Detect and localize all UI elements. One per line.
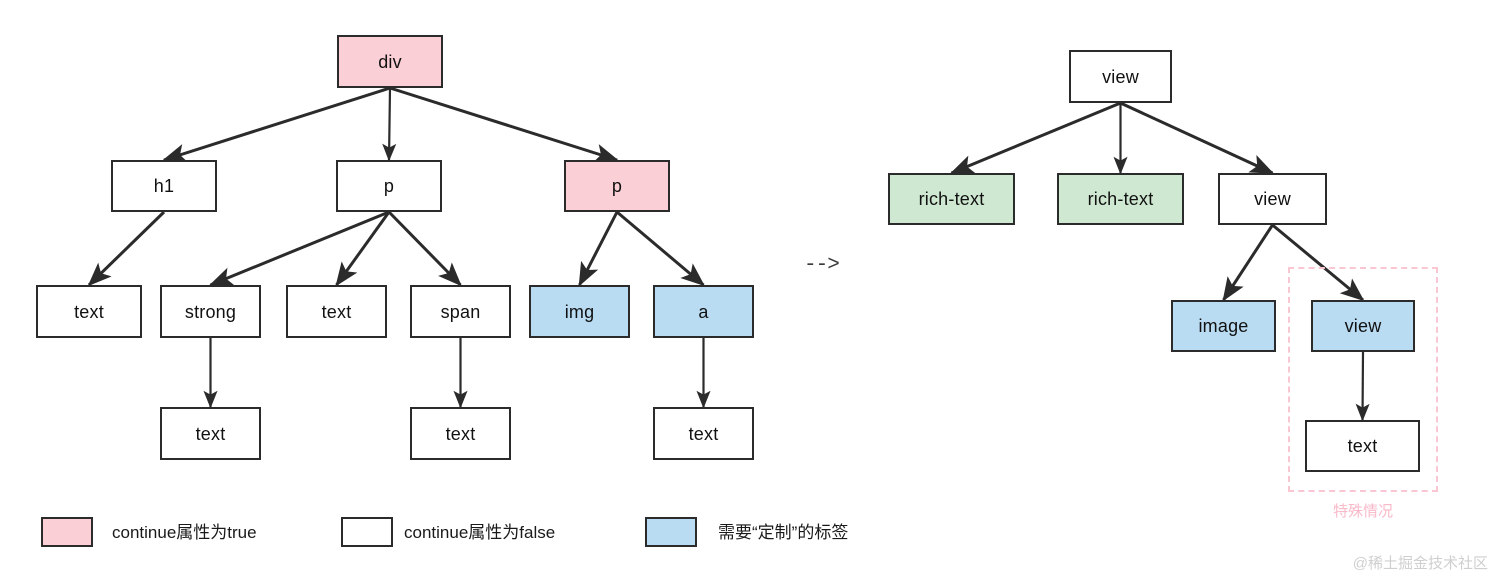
node-label: view bbox=[1254, 189, 1291, 209]
node-div: div bbox=[337, 35, 443, 88]
node-label: p bbox=[611, 176, 623, 196]
edge-p2-to-a bbox=[616, 210, 705, 287]
node-text2: text bbox=[286, 285, 387, 338]
node-label: text bbox=[195, 423, 226, 444]
node-label: text bbox=[688, 423, 719, 444]
edge-h1-to-text1 bbox=[87, 210, 166, 287]
edge-p1-to-text2 bbox=[335, 211, 391, 287]
node-view2: view bbox=[1218, 173, 1327, 225]
edge-rview-to-rich1 bbox=[949, 101, 1122, 175]
legend-label-continue-true: continue属性为true bbox=[112, 523, 257, 542]
special-case-label: 特殊情况 bbox=[1332, 503, 1393, 520]
node-img: img bbox=[529, 285, 630, 338]
node-label: view bbox=[1102, 66, 1139, 87]
node-rview: view bbox=[1069, 50, 1172, 103]
node-h1: h1 bbox=[111, 160, 217, 212]
edge-view2-to-view3 bbox=[1271, 223, 1365, 302]
legend-swatch-custom-tag bbox=[645, 517, 697, 547]
transform-arrow: --> bbox=[804, 254, 840, 277]
edge-div-to-h1 bbox=[162, 86, 391, 163]
edge-view2-to-image bbox=[1222, 224, 1274, 302]
node-strong: strong bbox=[160, 285, 261, 338]
node-label: view bbox=[1344, 316, 1382, 336]
node-view3: view bbox=[1311, 300, 1415, 352]
legend-swatch-continue-false bbox=[341, 517, 393, 547]
node-text5: text bbox=[653, 407, 754, 460]
watermark: @稀土掘金技术社区 bbox=[1352, 555, 1488, 572]
node-label: text bbox=[321, 301, 352, 322]
edge-p2-to-img bbox=[578, 211, 619, 287]
node-label: p bbox=[383, 176, 395, 196]
node-rich2: rich-text bbox=[1057, 173, 1184, 225]
node-image: image bbox=[1171, 300, 1276, 352]
node-p1: p bbox=[336, 160, 442, 212]
edge-rview-to-view2 bbox=[1119, 101, 1275, 175]
node-label: text bbox=[74, 301, 104, 322]
node-label: span bbox=[440, 301, 481, 322]
special-case-group bbox=[1288, 267, 1438, 492]
node-text4: text bbox=[410, 407, 511, 460]
tree-edges bbox=[87, 86, 1370, 422]
edge-p1-to-span bbox=[387, 210, 462, 287]
node-label: strong bbox=[184, 301, 237, 322]
node-rtext: text bbox=[1305, 420, 1420, 472]
node-span: span bbox=[410, 285, 511, 338]
node-label: text bbox=[445, 423, 476, 444]
node-a: a bbox=[653, 285, 754, 338]
legend-label-continue-false: continue属性为false bbox=[404, 523, 556, 542]
node-p2: p bbox=[564, 160, 670, 212]
node-label: text bbox=[1347, 436, 1378, 456]
node-label: a bbox=[698, 301, 709, 322]
node-rich1: rich-text bbox=[888, 173, 1015, 225]
node-label: rich-text bbox=[1087, 189, 1154, 209]
edge-p1-to-strong bbox=[208, 210, 390, 287]
node-label: rich-text bbox=[918, 189, 985, 209]
legend-swatch-continue-true bbox=[41, 517, 93, 547]
node-label: h1 bbox=[153, 176, 175, 196]
edge-div-to-p1 bbox=[382, 87, 397, 162]
node-label: img bbox=[564, 301, 595, 322]
node-label: div bbox=[378, 51, 402, 72]
node-label: image bbox=[1198, 316, 1249, 336]
edge-div-to-p2 bbox=[389, 86, 619, 163]
legend-label-custom-tag: 需要“定制”的标签 bbox=[718, 523, 849, 542]
node-text1: text bbox=[36, 285, 142, 338]
node-text3: text bbox=[160, 407, 261, 460]
edge-view3-to-rtext bbox=[1355, 351, 1370, 422]
